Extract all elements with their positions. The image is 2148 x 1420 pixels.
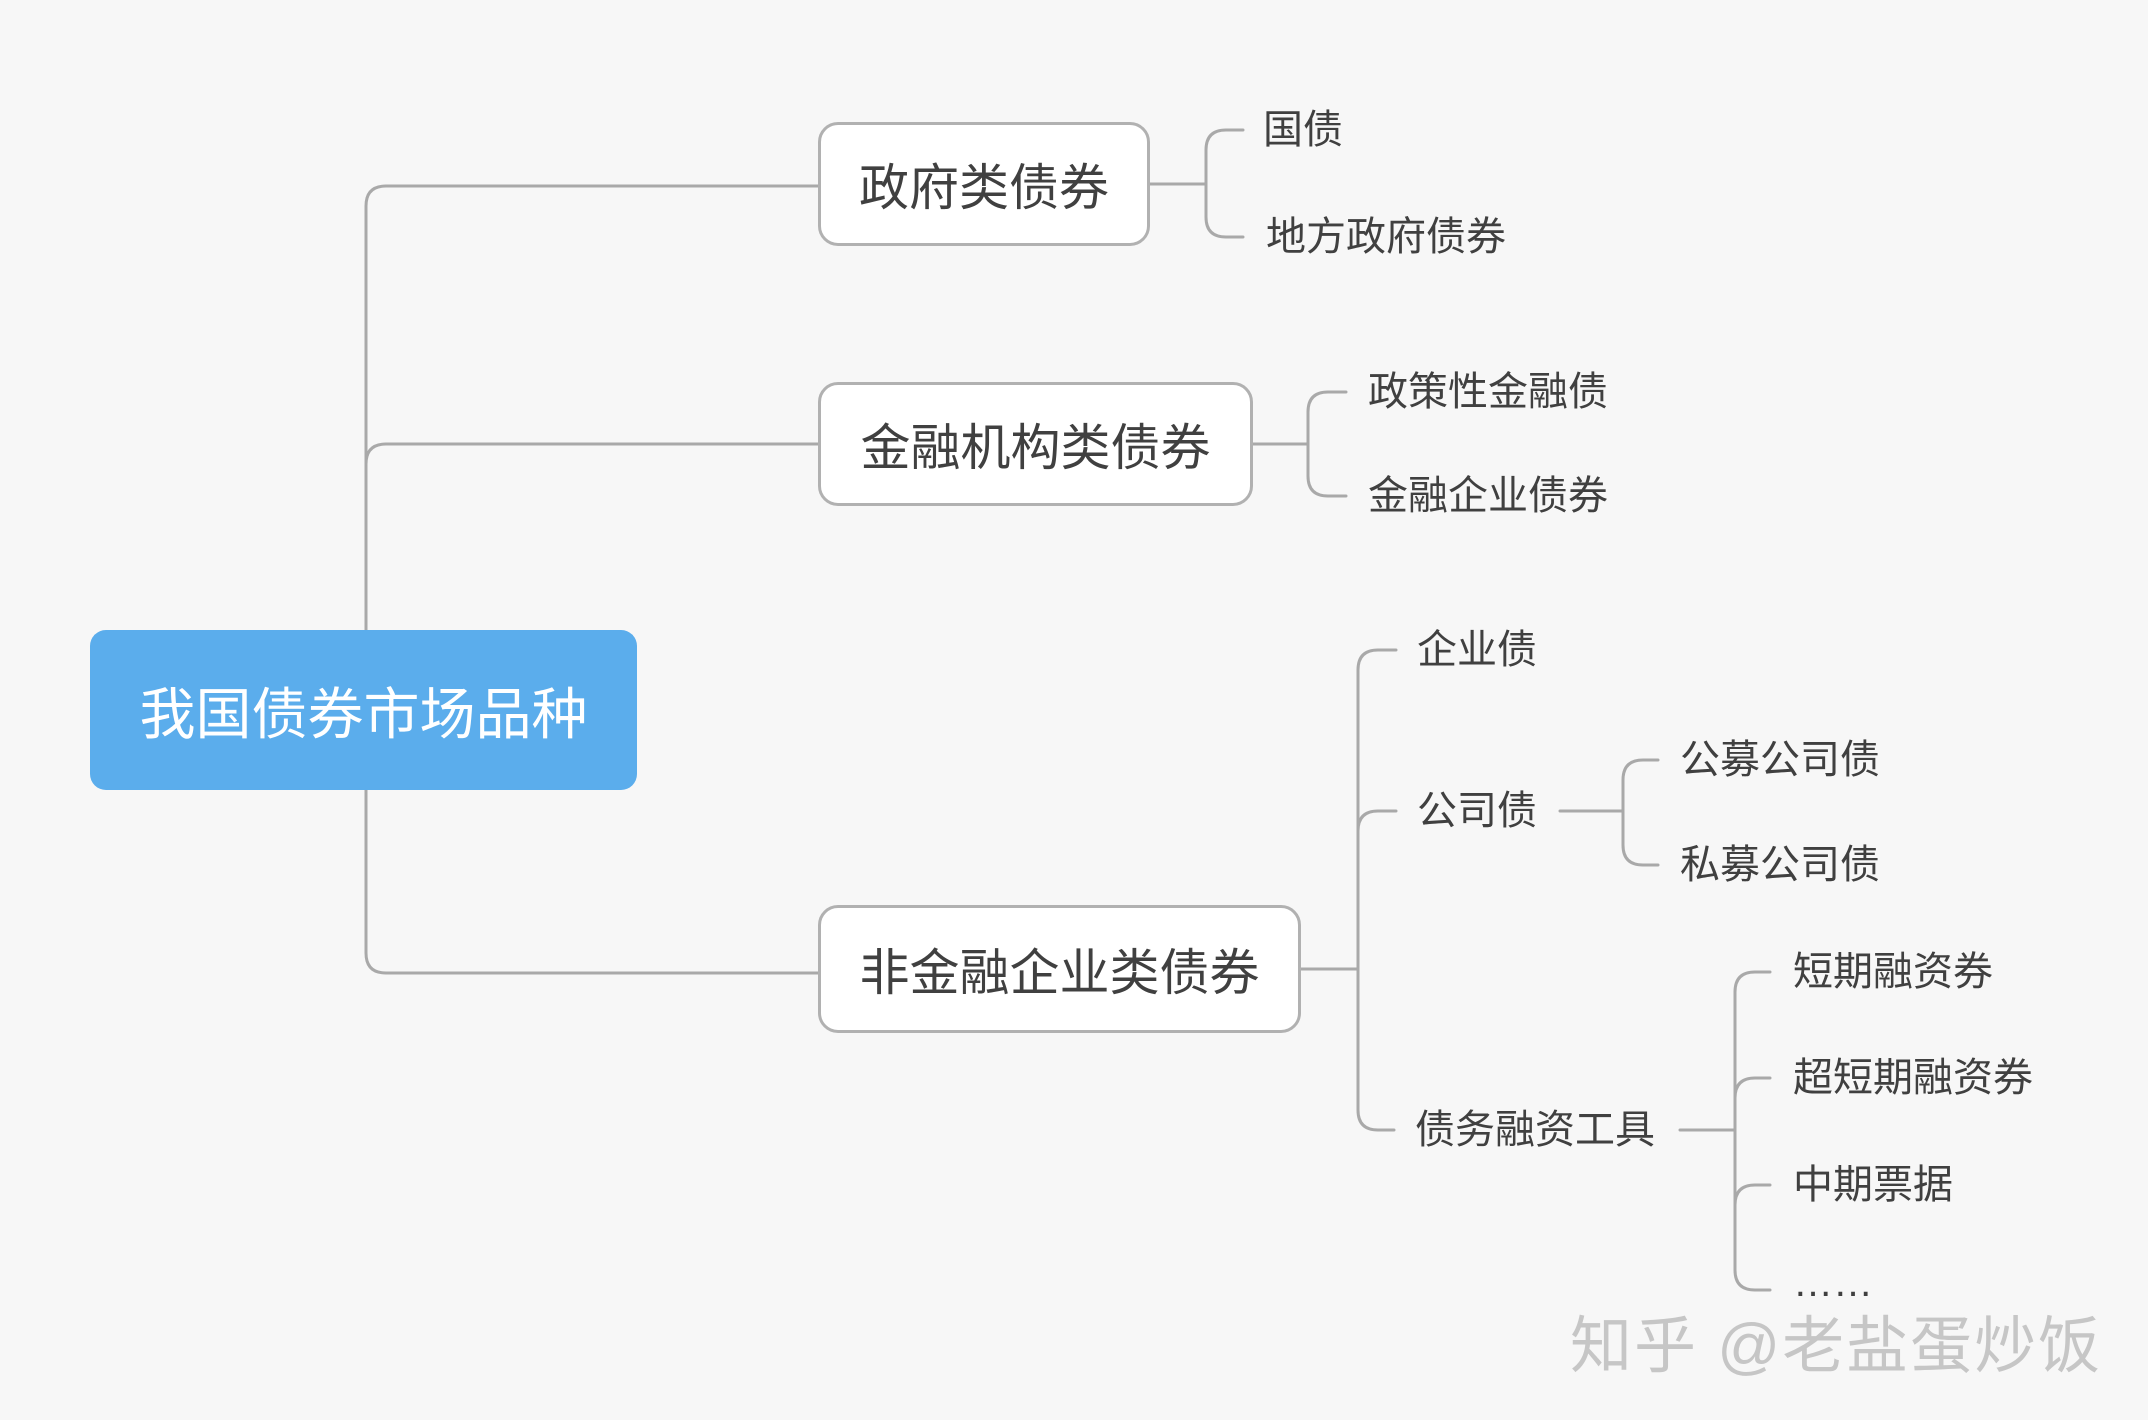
- connector-government-children: [1148, 128, 1245, 239]
- watermark: 知乎 @老盐蛋炒饭: [1570, 1312, 2103, 1381]
- node-private-corporate-bonds[interactable]: 私募公司债: [1680, 843, 1880, 887]
- node-non-financial-enterprise-bonds[interactable]: 非金融企业类债券: [818, 905, 1301, 1033]
- node-ellipsis[interactable]: ……: [1793, 1261, 1873, 1305]
- node-financial-institution-bonds[interactable]: 金融机构类债券: [818, 382, 1253, 506]
- connector-root-to-nonfinancial: [364, 708, 820, 975]
- connector-root-to-government: [364, 184, 820, 712]
- node-financial-enterprise-bonds[interactable]: 金融企业债券: [1368, 474, 1608, 518]
- node-enterprise-bonds[interactable]: 企业债: [1417, 628, 1537, 672]
- node-short-term-commercial-paper[interactable]: 短期融资券: [1793, 950, 1993, 994]
- node-root[interactable]: 我国债券市场品种: [90, 630, 637, 790]
- connector-corporate-children: [1558, 758, 1660, 867]
- node-super-short-term-commercial-paper[interactable]: 超短期融资券: [1793, 1056, 2033, 1100]
- node-government-bonds[interactable]: 政府类债券: [818, 122, 1150, 246]
- connector-root-to-financial: [364, 442, 820, 466]
- node-public-corporate-bonds[interactable]: 公募公司债: [1680, 738, 1880, 782]
- node-medium-term-notes[interactable]: 中期票据: [1793, 1163, 1953, 1207]
- node-policy-financial-bonds[interactable]: 政策性金融债: [1368, 370, 1608, 414]
- connector-debt-instrument-children: [1678, 970, 1772, 1292]
- node-treasury-bonds[interactable]: 国债: [1263, 108, 1343, 152]
- node-corporate-bonds[interactable]: 公司债: [1417, 789, 1537, 833]
- connector-nonfinancial-children: [1299, 648, 1398, 1132]
- connector-financial-children: [1251, 390, 1348, 498]
- node-local-government-bonds[interactable]: 地方政府债券: [1266, 215, 1506, 259]
- node-debt-financing-instruments[interactable]: 债务融资工具: [1415, 1108, 1655, 1152]
